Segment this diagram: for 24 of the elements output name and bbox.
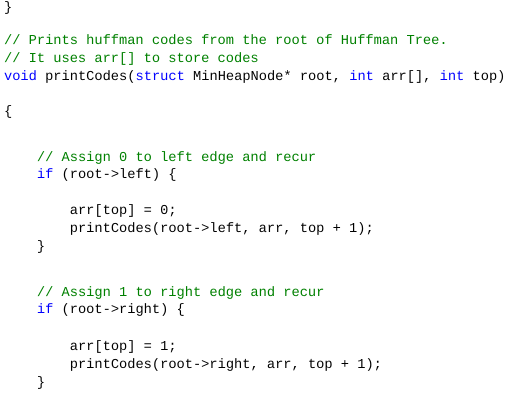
code-text: printCodes(	[45, 69, 136, 87]
code-keyword: if	[36, 167, 54, 185]
code-keyword: int	[349, 69, 374, 87]
code-text: }	[36, 239, 46, 257]
code-text: arr[top] = 0;	[70, 203, 177, 221]
code-keyword: int	[440, 69, 464, 87]
code-text: MinHeapNode* root,	[193, 69, 341, 87]
code-comment: // Assign 1 to right edge and recur	[36, 285, 324, 303]
code-text: printCodes(root->right, arr, top + 1);	[70, 357, 382, 375]
code-text: top)	[472, 69, 506, 87]
code-text: arr[top] = 1;	[70, 339, 177, 357]
code-keyword: if	[36, 302, 54, 320]
code-text: }	[36, 375, 46, 393]
code-text: printCodes(root->left, arr, top + 1);	[70, 221, 374, 239]
code-text: {	[4, 104, 12, 122]
code-comment: // Assign 0 to left edge and recur	[36, 150, 316, 168]
code-text: (root->left) {	[62, 167, 177, 185]
code-text: (root->right) {	[62, 302, 185, 320]
code-text: arr[],	[382, 69, 432, 87]
code-keyword: void	[4, 69, 37, 87]
code-comment: // It uses arr[] to store codes	[4, 51, 259, 69]
code-comment: // Prints huffman codes from the root of Huffman Tree.	[4, 33, 448, 51]
code-keyword: struct	[136, 69, 185, 87]
code-text: }	[4, 0, 12, 18]
